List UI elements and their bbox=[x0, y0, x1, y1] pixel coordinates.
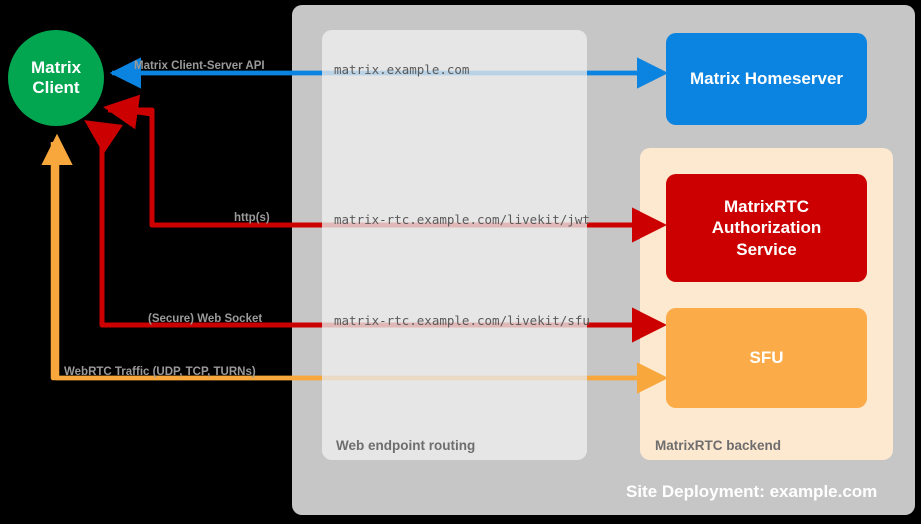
caption-web-endpoint-routing: Web endpoint routing bbox=[336, 438, 476, 453]
endpoint-label-livekit-jwt: matrix-rtc.example.com/livekit/jwt bbox=[334, 212, 590, 227]
endpoint-label-matrix-example-com: matrix.example.com bbox=[334, 62, 470, 77]
node-matrix-homeserver[interactable]: Matrix Homeserver bbox=[666, 33, 867, 125]
node-sfu[interactable]: SFU bbox=[666, 308, 867, 408]
flow-label-secure-web-socket: (Secure) Web Socket bbox=[148, 313, 263, 325]
node-matrix-homeserver-label: Matrix Homeserver bbox=[689, 69, 844, 88]
flow-label-matrix-client-server-api: Matrix Client-Server API bbox=[134, 60, 265, 72]
flow-label-https: http(s) bbox=[234, 212, 270, 224]
caption-matrixrtc-backend: MatrixRTC backend bbox=[655, 438, 782, 453]
node-matrix-client-label: Matrix Client bbox=[30, 58, 82, 97]
node-sfu-label: SFU bbox=[749, 348, 784, 367]
node-auth-service-label: MatrixRTC Authorization Service bbox=[711, 197, 822, 259]
node-matrix-client[interactable]: Matrix Client bbox=[8, 30, 104, 126]
endpoint-label-livekit-sfu: matrix-rtc.example.com/livekit/sfu bbox=[334, 313, 590, 328]
caption-site-deployment: Site Deployment: example.com bbox=[626, 482, 878, 501]
flow-label-webrtc-traffic: WebRTC Traffic (UDP, TCP, TURNs) bbox=[64, 366, 256, 378]
web-routing-overlay bbox=[322, 30, 587, 460]
node-matrixrtc-authorization-service[interactable]: MatrixRTC Authorization Service bbox=[666, 174, 867, 282]
